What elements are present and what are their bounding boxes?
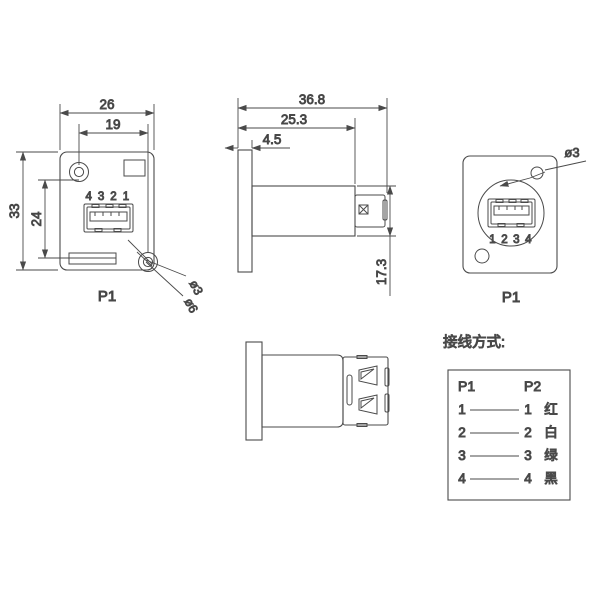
bottom-flange bbox=[245, 341, 263, 441]
wiring-row-color: 黑 bbox=[544, 471, 558, 486]
side-connector-shell bbox=[354, 194, 388, 228]
wiring-row-p1: 3 bbox=[458, 448, 466, 463]
wiring-row: 1 1 红 bbox=[458, 402, 559, 418]
rear-view: 1 2 3 4 P1 bbox=[462, 155, 558, 307]
dim-side-flange-thickness: 4.5 bbox=[263, 132, 282, 147]
wiring-row-p1: 4 bbox=[458, 471, 466, 486]
front-panel-outline bbox=[59, 151, 155, 271]
front-pin-numbers: 4 3 2 1 bbox=[86, 191, 131, 203]
front-hole-callouts: ø3 ø6 bbox=[127, 239, 206, 316]
dim-side-length-overall: 36.8 bbox=[299, 92, 325, 107]
side-view-dimensions: 36.8 25.3 4.5 17.3 bbox=[224, 92, 396, 296]
side-view bbox=[237, 149, 388, 273]
dim-front-height-inner: 24 bbox=[29, 211, 44, 227]
dim-side-height: 17.3 bbox=[374, 259, 389, 285]
wiring-row-color: 绿 bbox=[544, 448, 558, 463]
rear-view-label: P1 bbox=[502, 289, 520, 306]
front-detail-slot-bottom bbox=[68, 252, 117, 265]
rear-boss-circle bbox=[477, 179, 545, 247]
wiring-row-p2: 3 bbox=[524, 448, 532, 463]
side-flange bbox=[237, 149, 253, 273]
callout-diameter-3: ø3 bbox=[186, 278, 205, 297]
wiring-row-p2: 2 bbox=[524, 425, 532, 440]
wiring-row-color: 白 bbox=[544, 425, 558, 440]
dim-front-width-inner: 19 bbox=[105, 117, 120, 132]
rear-panel-outline bbox=[462, 155, 558, 274]
callout-rear-diameter-3: ø3 bbox=[564, 145, 579, 160]
front-view: 4 3 2 1 P1 bbox=[59, 151, 158, 306]
wiring-row-p1: 1 bbox=[458, 402, 466, 417]
wiring-row-color: 红 bbox=[544, 402, 558, 417]
rear-usb-receptacle bbox=[487, 198, 536, 228]
front-mounting-hole-bottom bbox=[138, 252, 158, 272]
callout-diameter-6: ø6 bbox=[181, 296, 200, 315]
wiring-row: 2 2 白 bbox=[458, 425, 559, 441]
rear-hole-callout: ø3 bbox=[499, 145, 587, 187]
wiring-col-header-p1: P1 bbox=[458, 378, 475, 394]
wiring-diagram: 接线方式: P1 P2 1 1 红 2 2 白 3 3 bbox=[443, 334, 571, 501]
wiring-col-header-p2: P2 bbox=[524, 378, 541, 394]
front-view-dimensions: 26 19 33 24 bbox=[7, 97, 155, 271]
wiring-heading: 接线方式: bbox=[443, 334, 505, 351]
dim-side-length-body: 25.3 bbox=[281, 112, 307, 127]
front-mounting-hole-top bbox=[69, 162, 89, 182]
wiring-row-p2: 1 bbox=[524, 402, 532, 417]
wiring-row-p2: 4 bbox=[524, 471, 532, 486]
rear-hole-bottom-left bbox=[474, 248, 490, 264]
wiring-row: 3 3 绿 bbox=[458, 448, 559, 464]
side-body bbox=[251, 185, 356, 237]
dim-front-width-overall: 26 bbox=[99, 97, 114, 112]
wiring-row: 4 4 黑 bbox=[458, 471, 559, 487]
rear-pin-numbers: 1 2 3 4 bbox=[489, 234, 533, 246]
bottom-view bbox=[245, 341, 390, 441]
front-view-label: P1 bbox=[98, 288, 116, 305]
front-detail-rect-top bbox=[123, 159, 146, 177]
bottom-connector-shell bbox=[342, 355, 390, 427]
wiring-table-border bbox=[447, 369, 571, 501]
bottom-body bbox=[261, 354, 344, 428]
wiring-row-p1: 2 bbox=[458, 425, 466, 440]
front-usb-receptacle bbox=[83, 203, 134, 233]
dim-front-height-overall: 33 bbox=[7, 203, 22, 218]
